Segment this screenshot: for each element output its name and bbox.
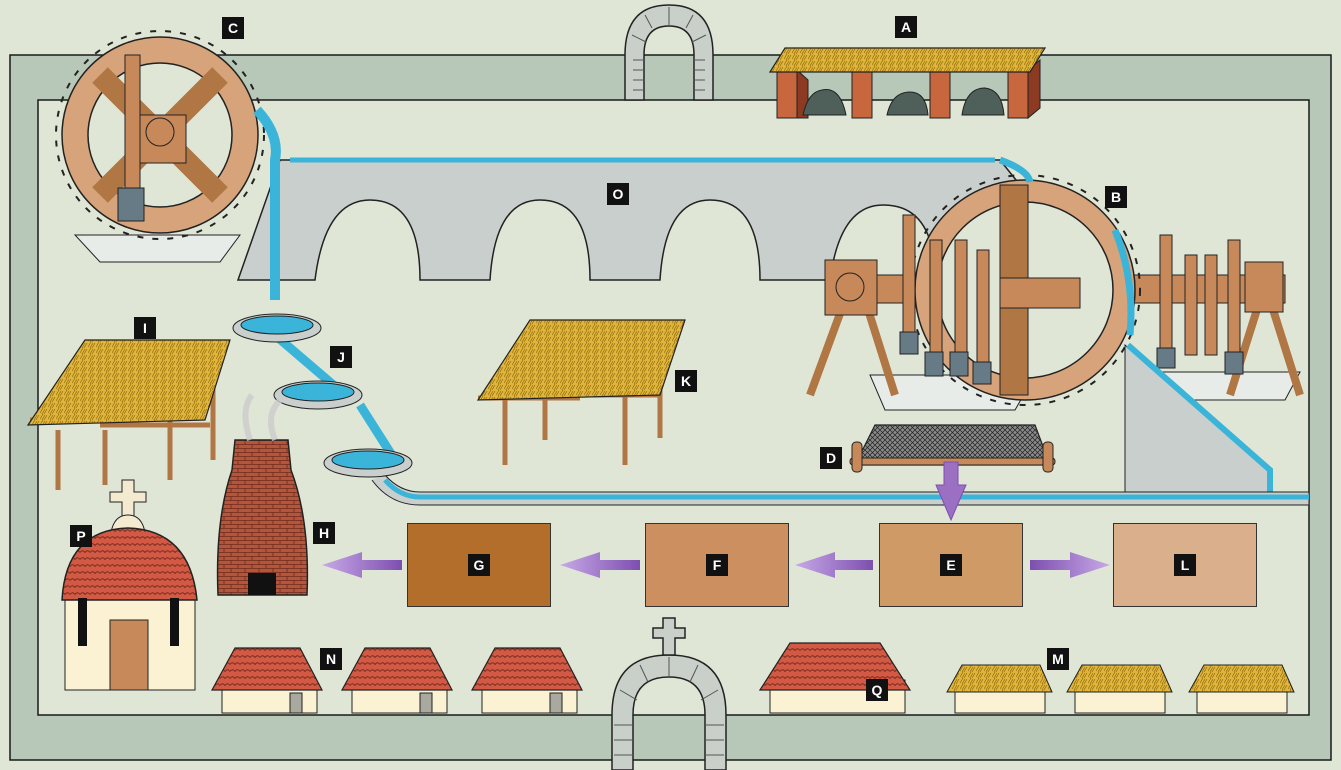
label-a: A [895, 16, 917, 38]
process-box-g: G [407, 523, 551, 607]
label-l: L [1174, 554, 1196, 576]
shelter-k [476, 319, 686, 465]
process-box-f: F [645, 523, 789, 607]
arrow-d-to-e [935, 461, 967, 522]
label-e: E [940, 554, 962, 576]
process-arrows [322, 461, 1110, 578]
label-f: F [706, 554, 728, 576]
label-k: K [675, 370, 697, 392]
arrow-g-to-h [322, 552, 402, 578]
label-h: H [313, 522, 335, 544]
process-box-l: L [1113, 523, 1257, 607]
houses-n [210, 647, 583, 714]
bottom-gate-arch [611, 617, 727, 770]
settling-basins-j [232, 313, 413, 478]
label-m: M [1047, 648, 1069, 670]
furnace-h [216, 393, 309, 596]
label-c: C [222, 17, 244, 39]
shelter-i [26, 339, 231, 490]
chapel-p [61, 479, 198, 691]
ore-shed-a [768, 47, 1047, 120]
sieve-d [849, 424, 1056, 473]
huts-m [946, 664, 1295, 714]
label-i: I [134, 317, 156, 339]
aqueduct-o [236, 157, 1021, 281]
label-g: G [468, 554, 490, 576]
arrow-f-to-g [560, 552, 640, 578]
label-o: O [607, 183, 629, 205]
label-p: P [70, 525, 92, 547]
label-q: Q [866, 679, 888, 701]
label-j: J [330, 346, 352, 368]
top-gate-arch [624, 4, 714, 101]
water-wheel-c [55, 30, 281, 300]
label-d: D [820, 447, 842, 469]
arrow-e-to-f [795, 552, 873, 578]
arrow-e-to-l [1030, 552, 1110, 578]
label-n: N [320, 648, 342, 670]
water-channel [371, 474, 1310, 506]
label-b: B [1105, 186, 1127, 208]
process-box-e: E [879, 523, 1023, 607]
